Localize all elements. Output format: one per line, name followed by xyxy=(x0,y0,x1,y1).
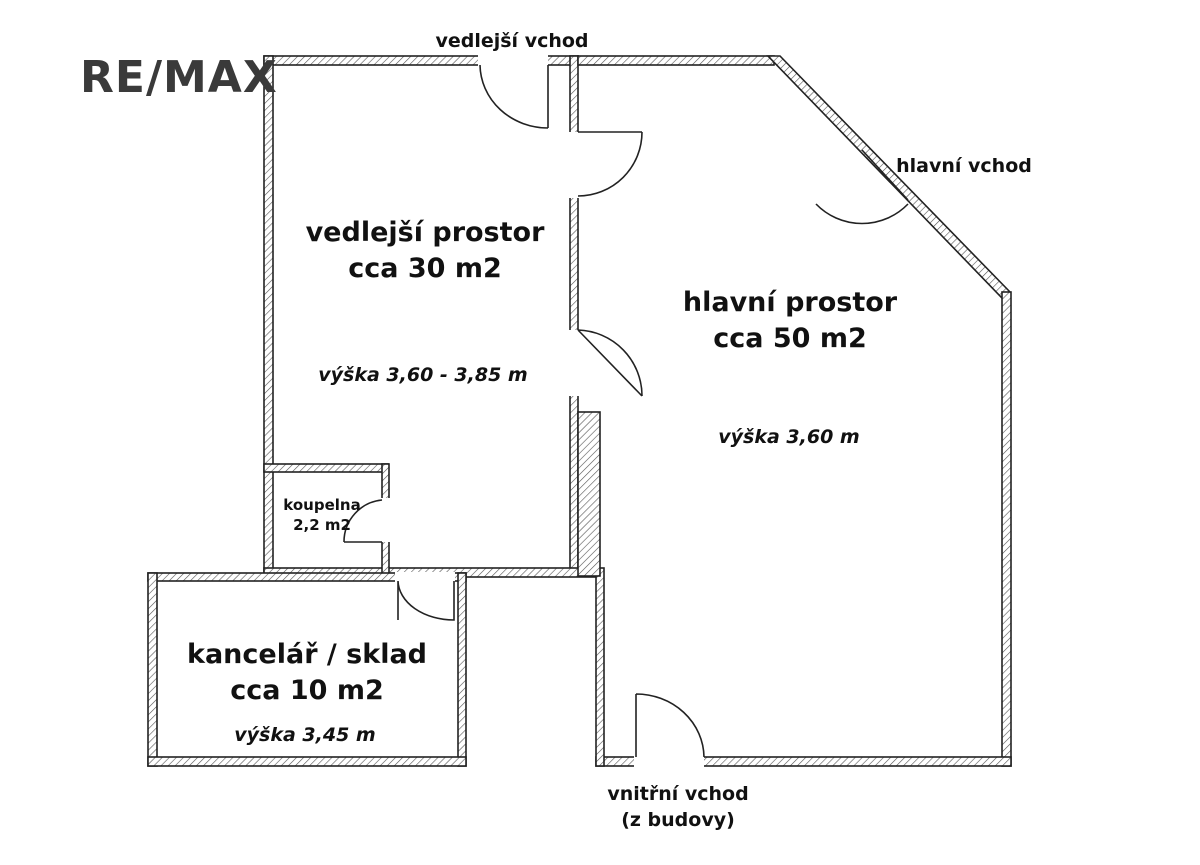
wall-main-left-lower xyxy=(595,567,605,767)
office-room-area: cca 10 m2 xyxy=(230,675,384,706)
door-main-entrance xyxy=(815,149,909,225)
wall-pier xyxy=(577,411,601,577)
side-entrance-label: vedlejší vchod xyxy=(435,30,588,52)
wall-office-bottom xyxy=(147,756,467,767)
wall-side-left xyxy=(263,55,274,577)
inner-entrance-label-line1: vnitřní vchod xyxy=(607,783,748,805)
side-room-area: cca 30 m2 xyxy=(348,253,502,284)
door-partition-upper xyxy=(577,131,643,197)
wall-office-right xyxy=(457,572,467,767)
office-room-name: kancelář / sklad xyxy=(187,639,427,670)
wall-office-left xyxy=(147,572,158,767)
openings xyxy=(381,55,704,767)
wall-main-right xyxy=(1001,291,1012,767)
inner-entrance-label-line2: (z budovy) xyxy=(621,809,735,831)
door-office xyxy=(397,580,455,621)
door-bathroom xyxy=(343,499,383,543)
wall-main-diagonal xyxy=(766,55,1012,300)
wall-main-top xyxy=(577,55,775,66)
side-room-height: výška 3,60 - 3,85 m xyxy=(318,364,527,386)
bathroom-name: koupelna xyxy=(283,496,360,514)
doors xyxy=(343,64,909,758)
door-partition-lower xyxy=(577,329,643,397)
door-side-entrance xyxy=(479,64,549,129)
door-inner-entrance xyxy=(635,693,705,758)
logo-remax: RE/MAX xyxy=(80,52,278,103)
office-room-height: výška 3,45 m xyxy=(234,724,375,746)
main-room-height: výška 3,60 m xyxy=(718,426,859,448)
wall-bath-top xyxy=(263,463,389,473)
main-room-name: hlavní prostor xyxy=(683,287,898,318)
main-room-area: cca 50 m2 xyxy=(713,323,867,354)
side-room-name: vedlejší prostor xyxy=(306,217,546,248)
bathroom-area: 2,2 m2 xyxy=(293,516,351,534)
main-entrance-label: hlavní vchod xyxy=(896,155,1032,177)
